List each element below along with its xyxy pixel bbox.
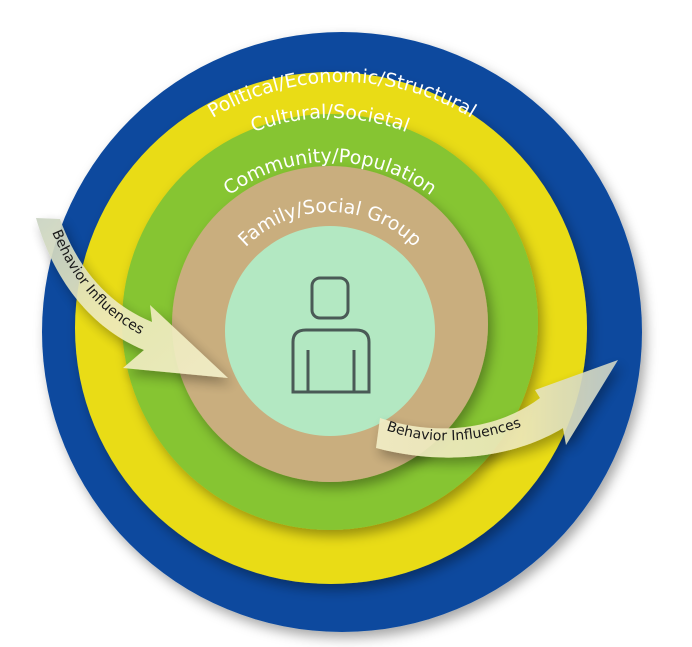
arrow-outward bbox=[376, 360, 618, 458]
person-icon bbox=[291, 276, 371, 394]
arrow-inward bbox=[36, 218, 228, 378]
